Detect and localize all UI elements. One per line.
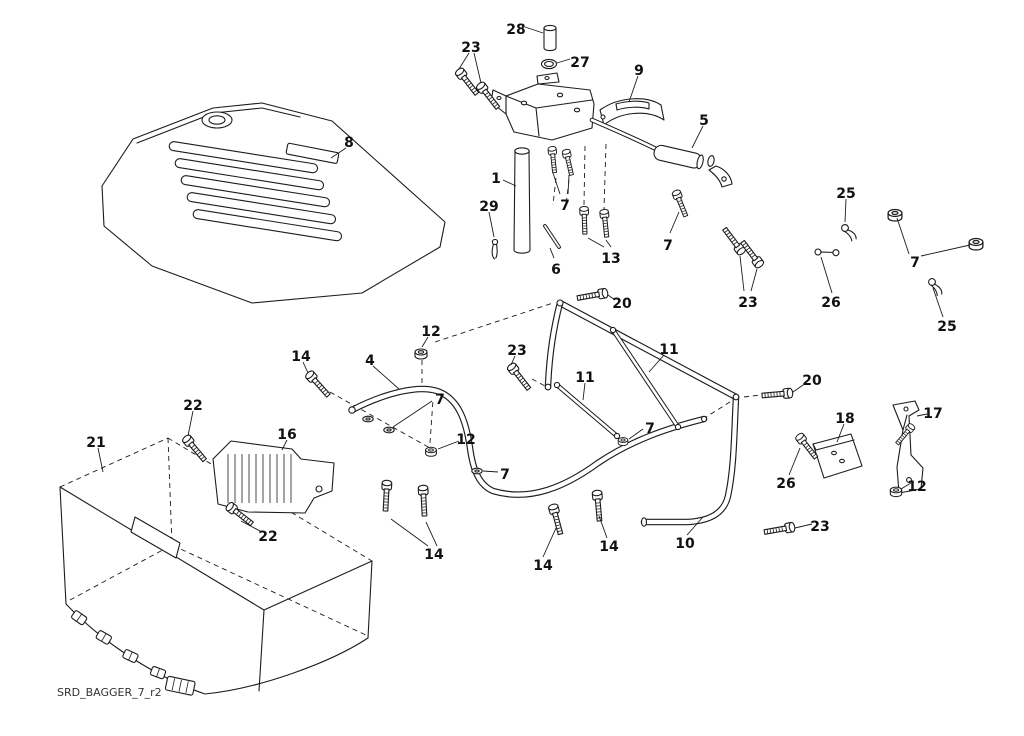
part-label: 22 xyxy=(183,398,202,414)
adjuster-rods-11 xyxy=(553,326,682,440)
bolt-7-b xyxy=(561,148,576,177)
bolt-14-a xyxy=(303,368,333,400)
cover-louvers xyxy=(168,141,343,242)
part-label: 12 xyxy=(421,324,440,340)
part-label: 22 xyxy=(258,529,277,545)
bolt-14-c xyxy=(417,484,430,517)
bracket-17 xyxy=(892,400,924,494)
rod-6 xyxy=(543,224,561,249)
nut-12-c xyxy=(889,486,903,498)
capnut-7-a xyxy=(887,208,903,222)
part-label: 14 xyxy=(424,547,444,563)
part-label: 20 xyxy=(612,296,632,312)
part-label: 14 xyxy=(291,349,311,365)
bolt-20-b xyxy=(761,387,794,401)
vent-plate xyxy=(180,433,335,529)
nut-12-a xyxy=(414,348,428,360)
latch-bracket-9 xyxy=(599,98,665,126)
part-label: 11 xyxy=(659,342,678,358)
part-label: 7 xyxy=(500,467,510,483)
wire-link-26 xyxy=(813,240,841,265)
part-label: 16 xyxy=(277,427,296,443)
clip-25-a xyxy=(839,221,858,244)
part-label: 28 xyxy=(506,22,525,38)
washer-7-a xyxy=(362,415,374,423)
part-label: 7 xyxy=(560,198,570,214)
bagger-top-cover xyxy=(101,102,446,304)
part-label: 26 xyxy=(776,476,795,492)
part-label: 12 xyxy=(456,432,475,448)
bolt-7-a xyxy=(547,145,560,174)
grass-container xyxy=(59,437,373,696)
bolt-20-a xyxy=(576,287,610,304)
nut-7-d xyxy=(617,437,629,447)
part-label: 7 xyxy=(663,238,673,254)
container-bottom-clips xyxy=(71,610,196,696)
bolt-13-a xyxy=(579,205,590,235)
handle-5 xyxy=(589,117,733,188)
bolt-14-b xyxy=(380,479,393,512)
capnut-7-b xyxy=(968,237,984,251)
washer-27 xyxy=(540,58,558,70)
part-label: 14 xyxy=(533,558,553,574)
part-label: 27 xyxy=(570,55,589,71)
part-label: 5 xyxy=(699,113,709,129)
part-label: 25 xyxy=(937,319,956,335)
part-label: 7 xyxy=(645,421,655,437)
bolt-7-c xyxy=(670,188,691,219)
part-label: 9 xyxy=(634,63,644,79)
part-label: 8 xyxy=(344,135,354,151)
part-label: 18 xyxy=(835,411,854,427)
part-label: 23 xyxy=(738,295,757,311)
mount-bracket xyxy=(490,72,595,141)
bolt-14-e xyxy=(591,489,605,522)
container-latch-slot xyxy=(130,516,181,559)
part-label: 20 xyxy=(802,373,822,389)
part-label: 23 xyxy=(461,40,480,56)
nut-12-b xyxy=(425,446,437,457)
part-label: 12 xyxy=(907,479,926,495)
support-tube-1 xyxy=(513,147,531,254)
mount-plate-and-bracket xyxy=(793,400,924,498)
part-label: 6 xyxy=(551,262,561,278)
part-label: 25 xyxy=(836,186,855,202)
diagram-code: SRD_BAGGER_7_r2 xyxy=(57,686,162,699)
bolt-23-top-a xyxy=(453,66,482,98)
part-label: 23 xyxy=(507,343,526,359)
part-label: 1 xyxy=(491,171,501,187)
part-label: 7 xyxy=(435,392,445,408)
support-frame xyxy=(303,287,797,538)
washer-7-c xyxy=(471,467,483,475)
cover-handle-slot xyxy=(285,142,340,164)
leader-lines xyxy=(97,26,971,558)
part-label: 7 xyxy=(910,255,920,271)
bolt-23-frame xyxy=(505,361,534,393)
part-label: 10 xyxy=(675,536,695,552)
bolt-13-b xyxy=(599,208,612,238)
part-label: 14 xyxy=(599,539,619,555)
washer-7-b xyxy=(383,426,395,434)
part-label: 29 xyxy=(479,199,498,215)
part-label: 4 xyxy=(365,353,375,369)
part-label: 26 xyxy=(821,295,840,311)
handle-assembly xyxy=(453,24,766,270)
bolt-14-d xyxy=(547,502,566,536)
cotter-pin-29 xyxy=(491,238,499,260)
part-label: 21 xyxy=(86,435,105,451)
part-label: 11 xyxy=(575,370,594,386)
spacer-28 xyxy=(543,24,557,52)
part-label: 23 xyxy=(810,519,829,535)
part-label: 13 xyxy=(601,251,620,267)
bolt-23-rear xyxy=(763,521,797,538)
part-labels: 28 23 27 9 5 8 1 7 29 13 6 7 23 25 7 26 … xyxy=(86,22,956,574)
part-label: 17 xyxy=(923,406,942,422)
